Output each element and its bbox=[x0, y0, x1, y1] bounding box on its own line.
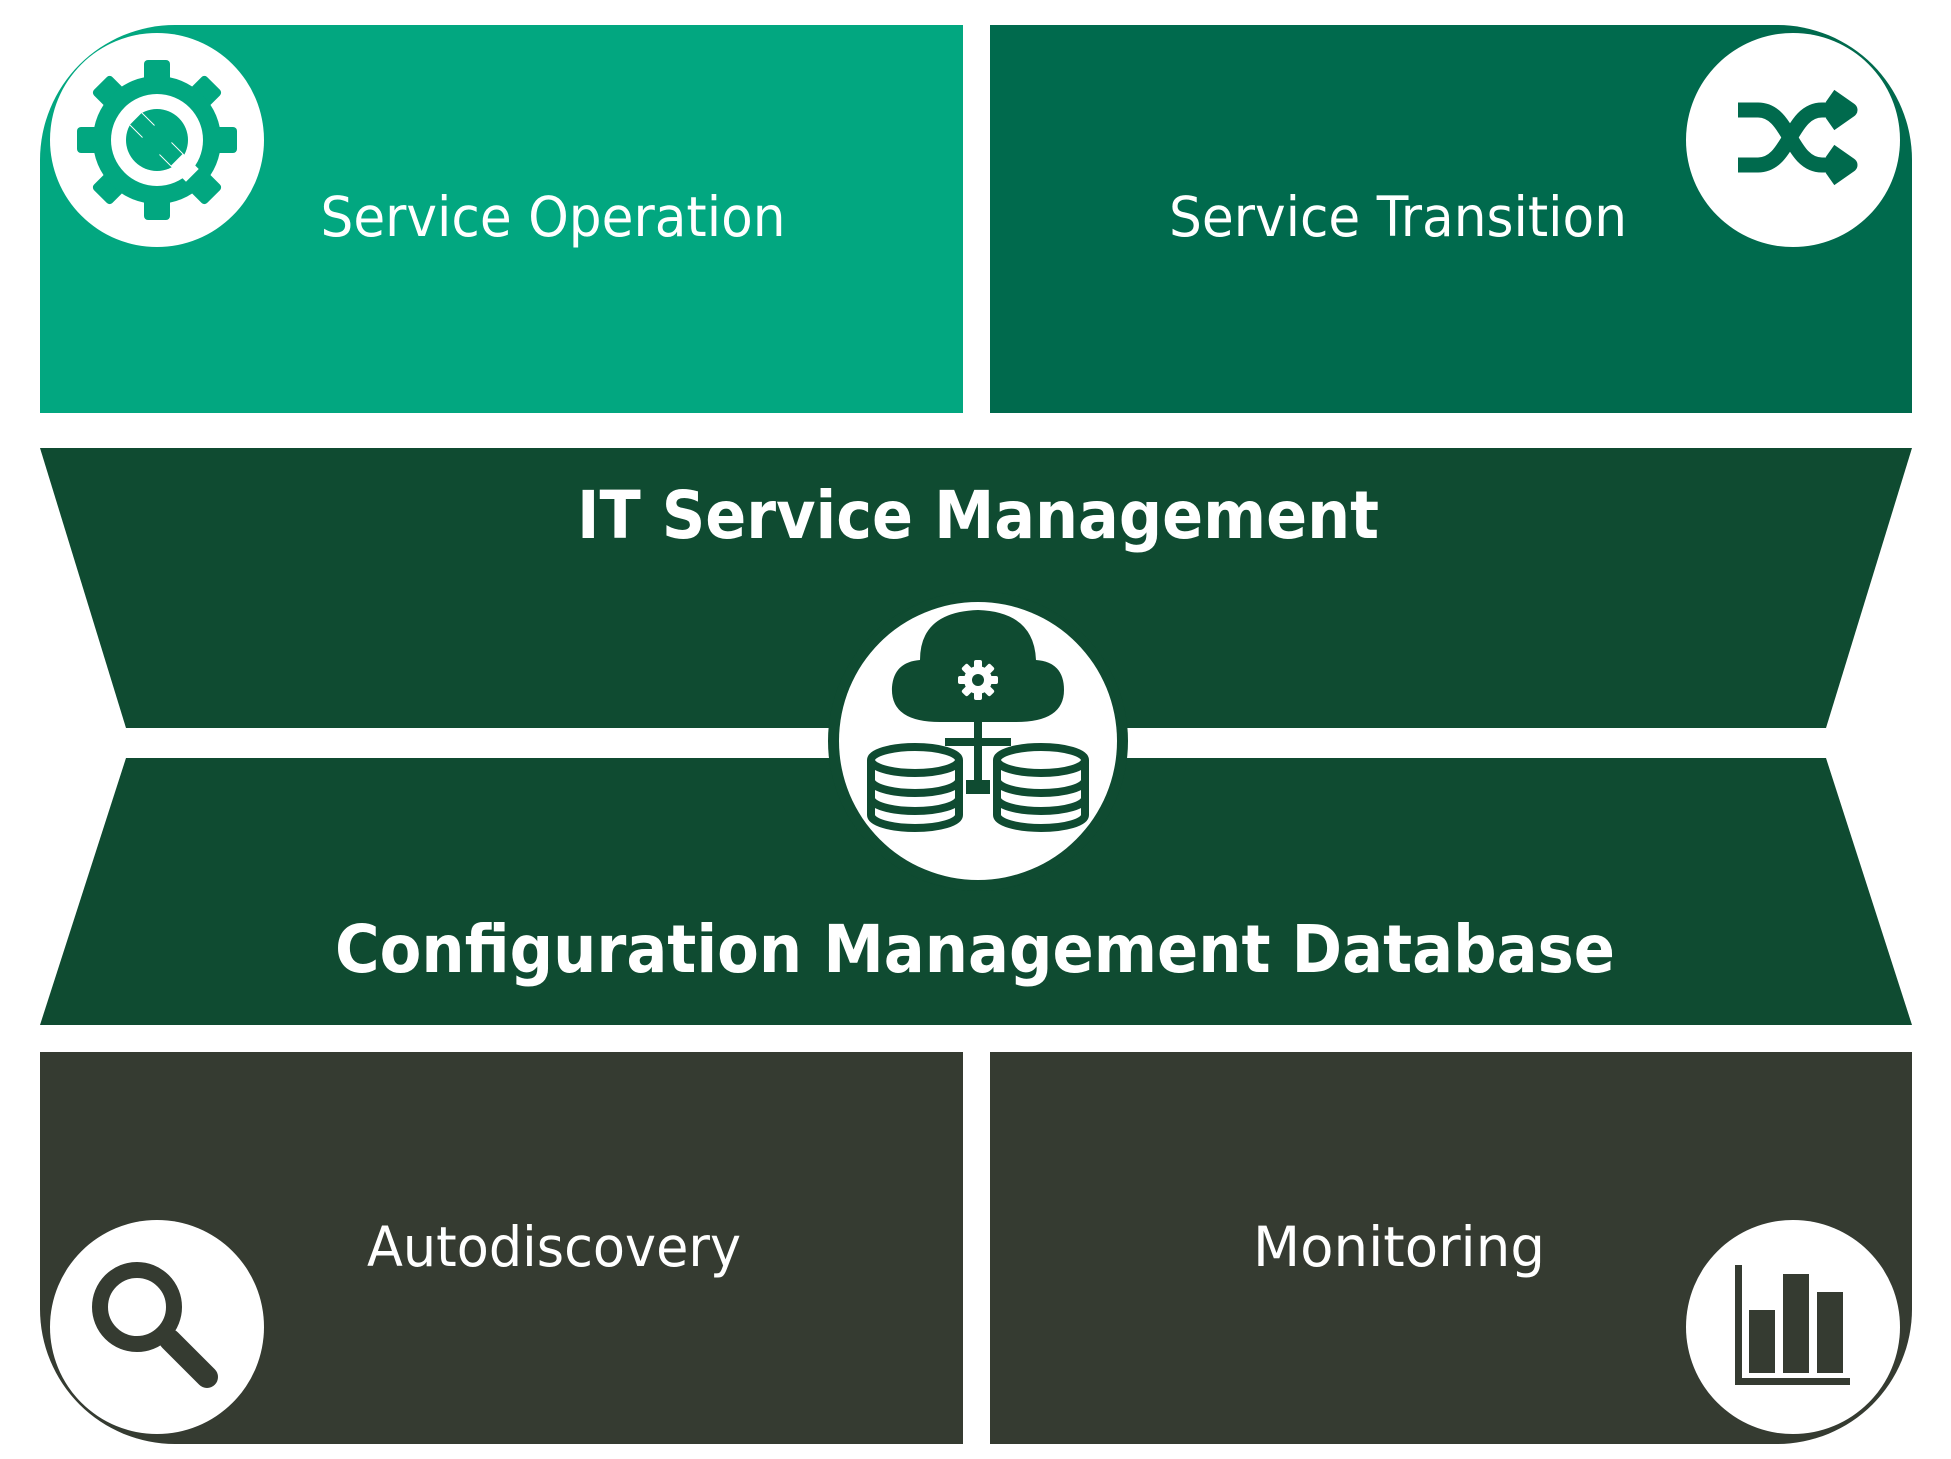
it-service-management-title: IT Service Management bbox=[577, 477, 1379, 554]
autodiscovery-icon-badge bbox=[50, 1220, 264, 1434]
gear-wrench-icon bbox=[77, 60, 237, 220]
service-transition-shape bbox=[990, 25, 1912, 413]
service-transition-panel: Service Transition bbox=[990, 25, 1912, 413]
bar-chart-icon bbox=[1735, 1265, 1850, 1385]
autodiscovery-panel: Autodiscovery bbox=[40, 1052, 963, 1444]
database-right-icon bbox=[993, 743, 1089, 832]
autodiscovery-label: Autodiscovery bbox=[367, 1215, 741, 1279]
autodiscovery-shape bbox=[40, 1052, 963, 1444]
monitoring-shape bbox=[990, 1052, 1912, 1444]
service-transition-label: Service Transition bbox=[1169, 185, 1627, 249]
shuffle-arrows-icon bbox=[1738, 89, 1858, 186]
magnifier-icon bbox=[92, 1262, 218, 1388]
monitoring-label: Monitoring bbox=[1253, 1215, 1545, 1279]
service-operation-label: Service Operation bbox=[321, 185, 786, 249]
database-left-icon bbox=[867, 743, 963, 832]
cmdb-band bbox=[40, 758, 1912, 1025]
service-operation-panel: Service Operation bbox=[40, 25, 963, 413]
cloud-database-icon bbox=[867, 610, 1089, 832]
monitoring-panel: Monitoring bbox=[990, 1052, 1912, 1444]
it-service-management-band bbox=[40, 448, 1912, 728]
cmdb-title: Configuration Management Database bbox=[335, 911, 1615, 988]
service-operation-shape bbox=[40, 25, 963, 413]
